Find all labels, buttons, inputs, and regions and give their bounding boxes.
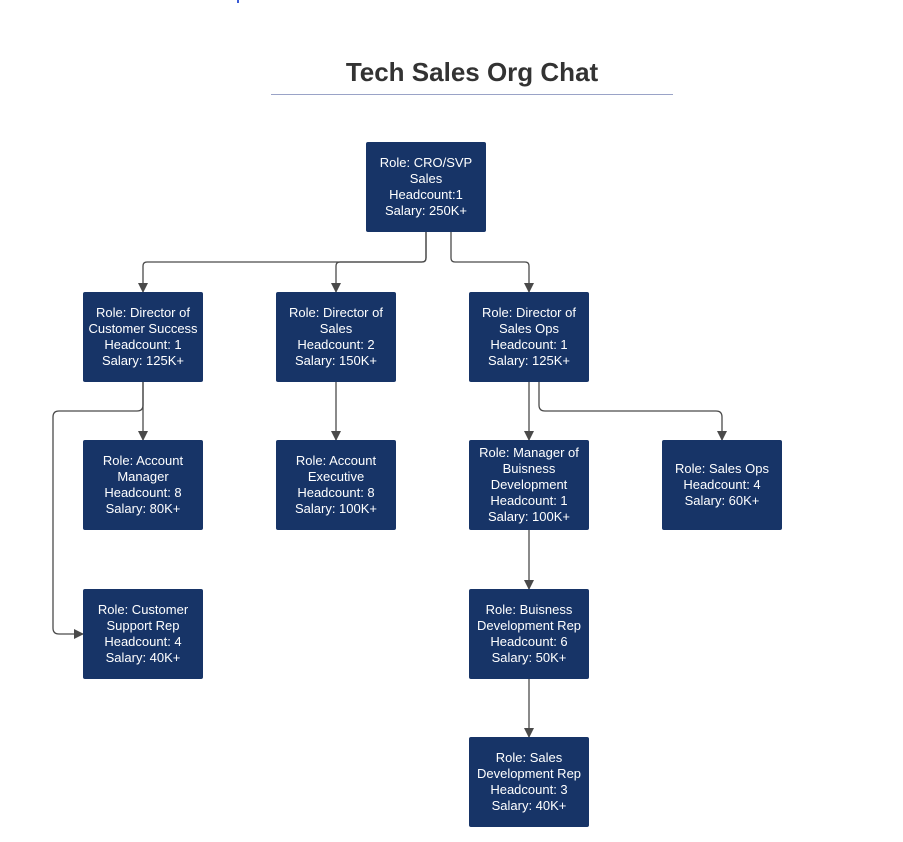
node-account-manager[interactable]: Role: Account Manager Headcount: 8 Salar…: [83, 440, 203, 530]
node-salary: Salary: 125K+: [101, 353, 185, 368]
node-customer-support-rep[interactable]: Role: Customer Support Rep Headcount: 4 …: [83, 589, 203, 679]
node-account-executive[interactable]: Role: Account Executive Headcount: 8 Sal…: [276, 440, 396, 530]
node-headcount: Headcount: 2: [297, 337, 375, 352]
node-headcount: Headcount: 6: [490, 634, 568, 649]
node-headcount: Headcount: 1: [490, 337, 568, 352]
node-role: Role: Director of Customer Success: [88, 305, 198, 336]
node-headcount: Headcount: 1: [104, 337, 182, 352]
node-role: Role: Manager of Buisness Development: [479, 445, 579, 492]
node-salary: Salary: 40K+: [491, 798, 567, 813]
node-role: Role: Buisness Development Rep: [476, 602, 582, 633]
title-underline: [271, 94, 673, 95]
node-headcount: Headcount: 4: [683, 477, 761, 492]
node-salary: Salary: 80K+: [105, 501, 181, 516]
node-director-customer-success[interactable]: Role: Director of Customer Success Headc…: [83, 292, 203, 382]
node-business-development-rep[interactable]: Role: Buisness Development Rep Headcount…: [469, 589, 589, 679]
node-headcount: Headcount: 8: [297, 485, 375, 500]
node-sales-ops[interactable]: Role: Sales Ops Headcount: 4 Salary: 60K…: [662, 440, 782, 530]
node-role: Role: CRO/SVP Sales: [379, 155, 473, 186]
node-director-sales-ops[interactable]: Role: Director of Sales Ops Headcount: 1…: [469, 292, 589, 382]
node-headcount: Headcount: 1: [490, 493, 568, 508]
node-role: Role: Sales Ops: [675, 461, 769, 476]
node-salary: Salary: 60K+: [684, 493, 760, 508]
node-manager-business-development[interactable]: Role: Manager of Buisness Development He…: [469, 440, 589, 530]
node-salary: Salary: 100K+: [487, 509, 571, 524]
edge-director-cs-to-customer-support-rep: [52, 381, 144, 639]
chart-title: Tech Sales Org Chat: [345, 57, 599, 87]
node-role: Role: Account Executive: [295, 453, 377, 484]
node-headcount: Headcount: 4: [104, 634, 182, 649]
node-salary: Salary: 125K+: [487, 353, 571, 368]
edge-cro-to-director-sales: [331, 231, 427, 293]
node-headcount: Headcount: 3: [490, 782, 568, 797]
node-role: Role: Director of Sales: [289, 305, 383, 336]
node-salary: Salary: 100K+: [294, 501, 378, 516]
node-salary: Salary: 150K+: [294, 353, 378, 368]
edge-cro-to-director-sales-ops: [450, 231, 534, 293]
node-salary: Salary: 50K+: [491, 650, 567, 665]
node-cro-svp-sales[interactable]: Role: CRO/SVP Sales Headcount:1 Salary: …: [366, 142, 486, 232]
node-headcount: Headcount:1: [389, 187, 463, 202]
node-headcount: Headcount: 8: [104, 485, 182, 500]
node-salary: Salary: 40K+: [105, 650, 181, 665]
node-role: Role: Customer Support Rep: [97, 602, 189, 633]
node-salary: Salary: 250K+: [384, 203, 468, 218]
stray-mark: [237, 0, 239, 3]
edge-director-ops-to-sales-ops: [538, 381, 727, 441]
node-role: Role: Sales Development Rep: [476, 750, 582, 781]
node-sales-development-rep[interactable]: Role: Sales Development Rep Headcount: 3…: [469, 737, 589, 827]
node-role: Role: Director of Sales Ops: [482, 305, 576, 336]
node-role: Role: Account Manager: [102, 453, 184, 484]
node-director-sales[interactable]: Role: Director of Sales Headcount: 2 Sal…: [276, 292, 396, 382]
